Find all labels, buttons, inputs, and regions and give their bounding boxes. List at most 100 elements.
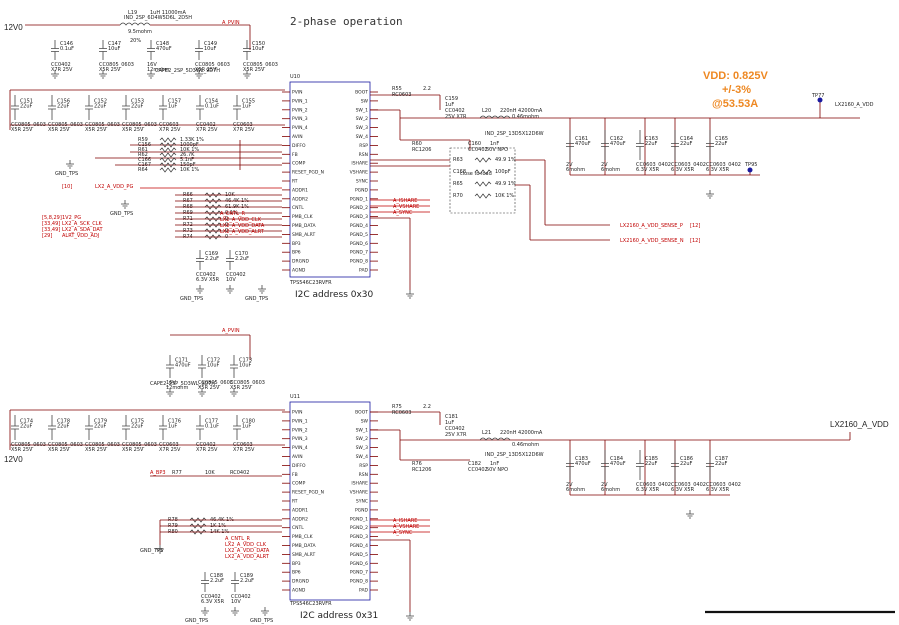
in2-cap-ref: C151 bbox=[20, 99, 33, 105]
l19-ref: L19 bbox=[128, 10, 137, 16]
l21-ref: L21 bbox=[482, 430, 491, 436]
low-in1-cap-ref: C172 bbox=[207, 358, 220, 364]
gnd-low-agnd bbox=[261, 607, 269, 616]
gnd-agnd bbox=[258, 285, 266, 294]
out-cap-ref: C163 bbox=[645, 136, 658, 142]
inductor-l19 bbox=[119, 22, 151, 26]
low-out-cap-val: 470uF bbox=[610, 461, 626, 467]
cfg-res-r69 bbox=[204, 210, 222, 216]
comp-res-val: 1.33K 1% bbox=[180, 137, 204, 143]
pgd-page: [10] bbox=[62, 184, 72, 190]
boot-c-pkg-lower: CC0402 bbox=[445, 426, 465, 432]
bp-cap-c169 bbox=[196, 250, 204, 270]
out-cap-c161 bbox=[566, 130, 574, 160]
gnd-low-bp1 bbox=[201, 607, 209, 616]
bp-cap-c170 bbox=[226, 250, 234, 270]
ic-u10-ref: U10 bbox=[290, 74, 300, 80]
low-out-cap-c187 bbox=[706, 450, 714, 480]
bp-cap-pkg: CC0402 bbox=[226, 272, 246, 278]
in2-cap-pkg: CC0805_0603 bbox=[48, 122, 83, 128]
comp-res-val: 1000pF bbox=[180, 142, 199, 148]
u10-pin-avin: AVIN bbox=[292, 134, 303, 140]
out-cap-pkg: 2V bbox=[566, 162, 573, 168]
l20-dcr: 0.46mohm bbox=[512, 114, 539, 120]
low-bp-cap-c188 bbox=[201, 572, 209, 592]
in1-cap-voltage: X5R 25V bbox=[99, 67, 121, 73]
bp-cap-voltage: 10V bbox=[226, 277, 236, 283]
u11-pin-reset-pgd-n: RESET_PGD_N bbox=[292, 490, 324, 496]
in1-cap-c149 bbox=[195, 40, 203, 60]
snub-r-val-lower: RC1206 bbox=[412, 467, 431, 473]
cap-big-top-label: CAPE2_2SP_5D3WL_9D7H bbox=[155, 68, 220, 74]
share-sync-wires bbox=[370, 199, 430, 213]
u11-pin-addr2: ADDR2 bbox=[292, 516, 308, 522]
r77-ref: R77 bbox=[172, 470, 182, 476]
close-to-load-text: close to load bbox=[460, 171, 492, 177]
u10-pin-pvin-4: PVIN_4 bbox=[292, 125, 308, 131]
u10-pin-pgnd-8: PGND_8 bbox=[350, 259, 368, 265]
config-wires-lower bbox=[159, 519, 282, 545]
sync-upper: A_SYNC bbox=[393, 210, 413, 216]
u11-pin-pgnd-2: PGND_2 bbox=[350, 525, 368, 531]
u10-pin-pvin-3: PVIN_3 bbox=[292, 116, 308, 122]
out-cap-val: 22uF bbox=[645, 141, 658, 147]
in2-cap-val: 22uF bbox=[57, 104, 70, 110]
u10-pin-pgnd-5: PGND_5 bbox=[350, 232, 368, 238]
boot-r-val-lower: 2.2 bbox=[423, 404, 431, 410]
u11-pin-pad: PAD bbox=[359, 588, 369, 594]
u10-pin-pvin-1: PVIN_1 bbox=[292, 98, 308, 104]
u10-pin-agnd: AGND bbox=[292, 268, 306, 274]
low-in2-cap-pkg: CC0603 bbox=[233, 442, 253, 448]
comp-res-c167 bbox=[159, 162, 177, 168]
in1-cap-voltage: X5R 25V bbox=[195, 67, 217, 73]
r77-pkg: RC0402 bbox=[230, 470, 249, 476]
out-cap-c164 bbox=[671, 130, 679, 160]
in2-cap-c156 bbox=[48, 95, 56, 120]
out-cap-ref: C162 bbox=[610, 136, 623, 142]
in2-cap-pkg: CC0805_0603 bbox=[122, 122, 157, 128]
low-out-cap-val: 470uF bbox=[575, 461, 591, 467]
l19-tol: 20% bbox=[130, 38, 141, 44]
l21-part: IND_2SP_13D5X12D6W bbox=[485, 452, 544, 458]
low-in2-cap-c174 bbox=[11, 415, 19, 440]
low-in1-cap-pkg: CC0805_0603 bbox=[230, 380, 265, 386]
gnd-tps-cfg: GND_TPS bbox=[110, 211, 133, 217]
low-out-cap-ref: C185 bbox=[645, 456, 658, 462]
test-point-tp95[interactable] bbox=[747, 167, 753, 173]
gnd-tps-bp-lower: GND_TPS bbox=[185, 618, 208, 624]
pmb-source: LX2_A_SCK_CLK bbox=[62, 221, 103, 227]
in1-cap-ref: C146 bbox=[60, 41, 73, 47]
boot-r-ref: R55 bbox=[392, 86, 402, 92]
out-cap-ref: C164 bbox=[680, 136, 693, 142]
in1-cap-ref: C148 bbox=[156, 41, 169, 47]
low-out-cap-pkg: CC0603_0402 bbox=[636, 482, 671, 488]
gnd-tps-agnd-lower: GND_TPS bbox=[250, 618, 273, 624]
net-a-pvin-top: A_PVIN bbox=[222, 20, 240, 26]
low-out-cap-pkg: CC0603_0402 bbox=[671, 482, 706, 488]
tp95-ref: TP95 bbox=[744, 162, 757, 168]
gnd-tps-comp: GND_TPS bbox=[55, 171, 78, 177]
u11-pin-ishare: ISHARE bbox=[351, 481, 368, 487]
low-bp-cap-voltage: 6.3V X5R bbox=[201, 599, 225, 605]
in2-cap-pkg: CC0805_0603 bbox=[85, 122, 120, 128]
low-out-cap-ref: C187 bbox=[715, 456, 728, 462]
low-in2-cap-pkg: CC0603 bbox=[159, 442, 179, 448]
low-in2-cap-ref: C180 bbox=[242, 419, 255, 425]
snub-r-val: RC1206 bbox=[412, 147, 431, 153]
in2-cap-val: 1uF bbox=[168, 104, 177, 110]
boot-c-val-lower: 1uF bbox=[445, 420, 454, 426]
in1-cap-voltage: 12mohm bbox=[147, 67, 169, 73]
u11-pin-vshare: VSHARE bbox=[350, 490, 369, 496]
l20-part: IND_2SP_13D5X12D6W bbox=[485, 131, 544, 137]
pmb-source: 1V2_PG bbox=[62, 215, 81, 221]
u10-pin-pvin-2: PVIN_2 bbox=[292, 107, 308, 113]
test-point-tp77[interactable] bbox=[817, 97, 823, 103]
low-in1-cap-pkg: 16V bbox=[166, 380, 176, 386]
u10-pin-pgnd-4: PGND_4 bbox=[350, 223, 368, 229]
u10-pin-sw-4: SW_4 bbox=[356, 134, 369, 140]
u11-pin-pgnd-7: PGND_7 bbox=[350, 570, 368, 576]
rsp-res-ref: R70 bbox=[453, 193, 463, 199]
